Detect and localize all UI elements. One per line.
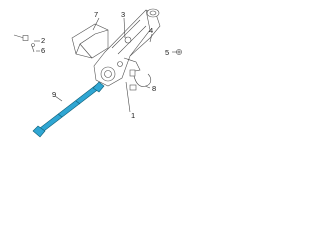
column-cover-icon — [71, 23, 109, 59]
callout-2: 2 — [41, 36, 45, 45]
callout-6: 6 — [41, 46, 45, 55]
callout-3: 3 — [121, 10, 125, 19]
callout-4: 4 — [149, 26, 153, 35]
sensor-harness-icon — [129, 69, 152, 91]
nut-icon — [176, 49, 182, 55]
intermediate-shaft-icon — [32, 81, 105, 138]
callout-1: 1 — [131, 111, 135, 120]
small-bolt-icon — [31, 43, 35, 53]
steering-column-assembly-icon — [93, 8, 161, 87]
callout-7: 7 — [94, 10, 98, 19]
parts-diagram: 7 3 4 5 2 6 8 9 1 — [13, 8, 182, 138]
callout-5: 5 — [165, 48, 169, 57]
bolt-icon — [13, 34, 29, 41]
callout-9: 9 — [52, 90, 56, 99]
callout-8: 8 — [152, 84, 156, 93]
leader-lines — [34, 17, 177, 113]
